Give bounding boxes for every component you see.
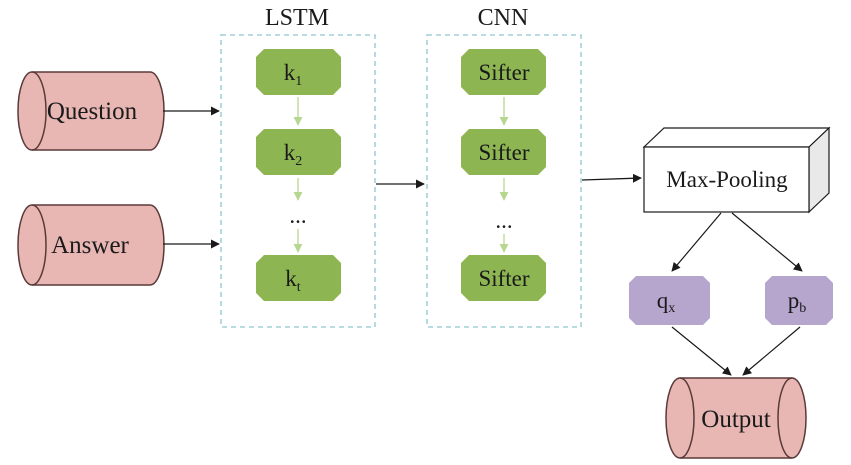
max-pooling-label: Max-Pooling <box>666 167 788 192</box>
lstm-node-k1: k1 <box>256 49 341 95</box>
cnn-node-sifter-1: Sifter <box>461 49 546 95</box>
k1-label: k1 <box>284 60 303 89</box>
cnn-node-sifter-2: Sifter <box>461 129 546 175</box>
output-node: Output <box>665 377 807 459</box>
question-node: Question <box>17 71 165 151</box>
answer-node: Answer <box>17 204 165 286</box>
sifter-3-label: Sifter <box>478 266 529 291</box>
lstm-group-box <box>220 34 376 328</box>
pooling-to-pb-arrow <box>731 212 803 272</box>
lstm-node-kt: kt <box>256 255 341 301</box>
output-label: Output <box>701 406 771 433</box>
cnn-to-pooling-arrow <box>581 173 642 183</box>
kt-label: kt <box>285 266 301 295</box>
k2-label: k2 <box>284 140 303 169</box>
pb-label: pb <box>788 288 807 316</box>
qx-node: qx <box>629 276 710 325</box>
question-label: Question <box>47 98 138 125</box>
max-pooling-node: Max-Pooling <box>642 126 831 214</box>
cnn-group-box <box>426 34 582 328</box>
qx-to-output-arrow <box>671 326 732 376</box>
qx-label: qx <box>657 288 676 316</box>
pb-to-output-arrow <box>742 326 801 376</box>
pooling-to-qx-arrow <box>671 212 722 272</box>
lstm-dots: ... <box>289 203 306 228</box>
cnn-title: CNN <box>478 5 529 31</box>
sifter-1-label: Sifter <box>478 60 529 85</box>
sifter-2-label: Sifter <box>478 140 529 165</box>
cnn-dots: ... <box>495 208 512 233</box>
answer-label: Answer <box>51 232 129 259</box>
cnn-node-sifter-3: Sifter <box>461 255 546 301</box>
lstm-node-k2: k2 <box>256 129 341 175</box>
lstm-title: LSTM <box>265 5 329 31</box>
pb-node: pb <box>765 276 833 325</box>
